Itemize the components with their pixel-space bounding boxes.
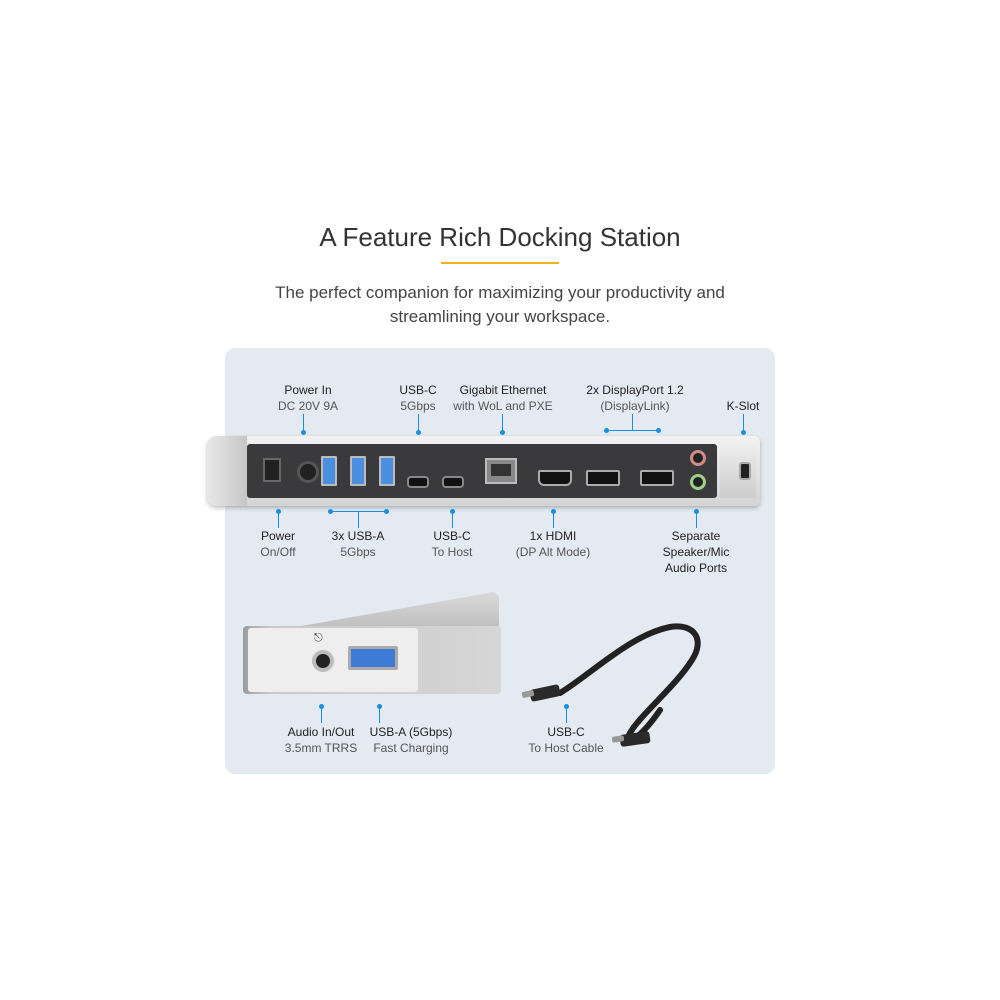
- feature-panel: [225, 348, 775, 774]
- bracket-usb-a: [330, 511, 386, 512]
- pointer-dot-hdmi: [551, 509, 556, 514]
- pointer-dot-ethernet: [500, 430, 505, 435]
- headphone-icon: ⎋: [314, 632, 323, 644]
- pointer-kslot: [743, 414, 744, 434]
- pointer-dot-audio-io: [319, 704, 324, 709]
- pointer-dot-usb-a-fast: [377, 704, 382, 709]
- pointer-ethernet: [502, 414, 503, 434]
- label-cable: USB-C To Host Cable: [528, 725, 604, 755]
- pointer-dot-audio: [694, 509, 699, 514]
- label-displayport: 2x DisplayPort 1.2 (DisplayLink): [586, 383, 684, 413]
- pointer-dot-power-in: [301, 430, 306, 435]
- hdmi-port-icon: [538, 470, 572, 486]
- ethernet-port-icon: [485, 458, 517, 484]
- displayport-icon: [640, 470, 674, 486]
- usb-c-port-icon: [407, 476, 429, 488]
- pointer-usb-c-5gbps: [418, 414, 419, 434]
- pointer-audio-io: [321, 707, 322, 723]
- pointer-power-in: [303, 414, 304, 434]
- pointer-power-switch: [278, 512, 279, 528]
- usb-a-fast-charge-port-icon: [348, 646, 398, 670]
- bracket-displayport: [606, 430, 658, 431]
- pointer-usb-c-host: [452, 512, 453, 528]
- label-audio-ports: Separate Speaker/Mic Audio Ports: [662, 529, 730, 575]
- displayport-icon: [586, 470, 620, 486]
- pointer-usb-a-fast: [379, 707, 380, 723]
- label-usb-a-fast: USB-A (5Gbps) Fast Charging: [369, 725, 453, 755]
- pointer-dot-usb-c-host: [450, 509, 455, 514]
- page-title: A Feature Rich Docking Station: [319, 222, 681, 252]
- pointer-hdmi: [553, 512, 554, 528]
- page-subtitle: The perfect companion for maximizing you…: [200, 281, 800, 329]
- usb-a-port-icon: [350, 456, 366, 486]
- pointer-dot-usb-a-1: [328, 509, 333, 514]
- label-usb-c-5gbps: USB-C 5Gbps: [399, 383, 437, 413]
- title-underline: [441, 262, 559, 264]
- pointer-dot-usb-a-2: [384, 509, 389, 514]
- pointer-dot-dp-2: [656, 428, 661, 433]
- pointer-audio: [696, 512, 697, 528]
- label-hdmi: 1x HDMI (DP Alt Mode): [515, 529, 591, 559]
- label-power-in: Power In DC 20V 9A: [277, 383, 339, 413]
- subtitle-line-1: The perfect companion for maximizing you…: [275, 283, 725, 302]
- mic-jack-icon: [690, 474, 706, 490]
- label-usb-c-host: USB-C To Host: [431, 529, 473, 559]
- pointer-dot-power-switch: [276, 509, 281, 514]
- dc-power-jack-icon: [297, 461, 319, 483]
- pointer-dot-kslot: [741, 430, 746, 435]
- pointer-dot-dp-1: [604, 428, 609, 433]
- usb-c-host-port-icon: [442, 476, 464, 488]
- pointer-cable: [566, 707, 567, 723]
- pointer-dot-cable: [564, 704, 569, 709]
- power-switch-icon: [263, 458, 281, 482]
- subtitle-line-2: streamlining your workspace.: [389, 307, 611, 326]
- label-kslot: K-Slot: [726, 399, 760, 413]
- usb-c-cable-image: [521, 623, 701, 747]
- pointer-dot-usb-c-5gbps: [416, 430, 421, 435]
- audio-combo-jack-icon: [312, 650, 334, 672]
- label-usb-a: 3x USB-A 5Gbps: [331, 529, 385, 559]
- label-gigabit-ethernet: Gigabit Ethernet with WoL and PXE: [453, 383, 553, 413]
- speaker-jack-icon: [690, 450, 706, 466]
- label-audio-io: Audio In/Out 3.5mm TRRS: [284, 725, 358, 755]
- dock-left-cap: [207, 436, 247, 506]
- pointer-usb-a: [358, 512, 359, 528]
- usb-a-port-icon: [379, 456, 395, 486]
- kensington-slot-icon: [739, 462, 751, 480]
- label-power-switch: Power On/Off: [260, 529, 296, 559]
- pointer-displayport: [632, 414, 633, 430]
- usb-a-port-icon: [321, 456, 337, 486]
